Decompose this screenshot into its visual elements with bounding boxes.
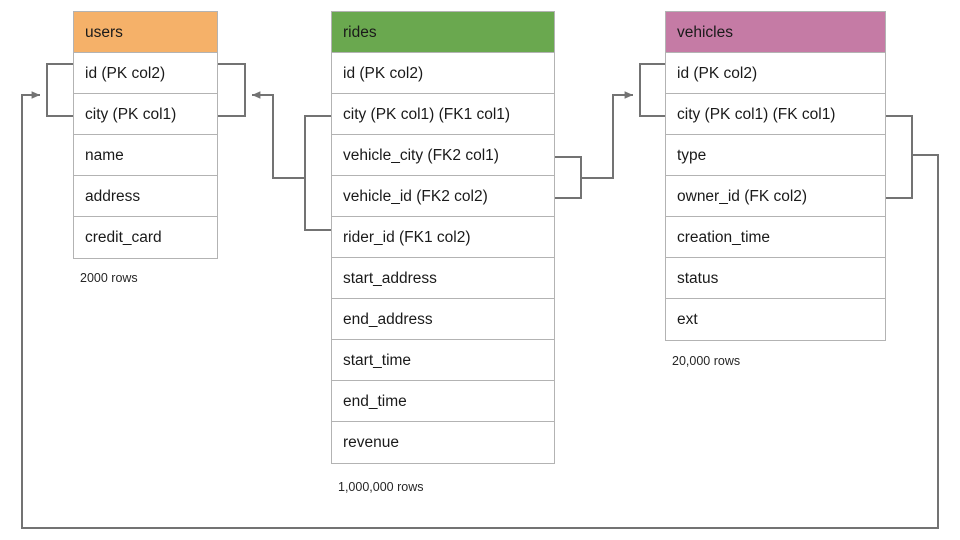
- table-vehicles-column-owner-id[interactable]: owner_id (FK col2): [666, 176, 885, 217]
- table-users[interactable]: users id (PK col2) city (PK col1) name a…: [73, 11, 218, 259]
- table-rides-column-id[interactable]: id (PK col2): [332, 53, 554, 94]
- table-vehicles-column-id[interactable]: id (PK col2): [666, 53, 885, 94]
- table-vehicles-column-creation-time[interactable]: creation_time: [666, 217, 885, 258]
- table-rides-column-end-address[interactable]: end_address: [332, 299, 554, 340]
- table-rides-column-vehicle-id[interactable]: vehicle_id (FK2 col2): [332, 176, 554, 217]
- wire-users-left-bracket: [46, 63, 73, 117]
- table-users-header: users: [74, 12, 217, 53]
- table-vehicles-column-ext[interactable]: ext: [666, 299, 885, 340]
- wire-vehicles-right-bracket: [886, 115, 913, 199]
- table-rides-column-end-time[interactable]: end_time: [332, 381, 554, 422]
- table-rides-row-count: 1,000,000 rows: [338, 480, 424, 494]
- table-users-row-count: 2000 rows: [80, 271, 138, 285]
- table-rides-column-rider-id[interactable]: rider_id (FK1 col2): [332, 217, 554, 258]
- table-vehicles-column-status[interactable]: status: [666, 258, 885, 299]
- table-vehicles-column-city[interactable]: city (PK col1) (FK col1): [666, 94, 885, 135]
- table-rides-column-start-time[interactable]: start_time: [332, 340, 554, 381]
- table-vehicles-column-type[interactable]: type: [666, 135, 885, 176]
- table-users-column-credit-card[interactable]: credit_card: [74, 217, 217, 258]
- wire-rides-to-vehicles: [581, 91, 634, 179]
- table-rides-header: rides: [332, 12, 554, 53]
- wire-rides-right-bracket: [555, 156, 582, 199]
- wire-rides-to-users: [251, 91, 305, 179]
- table-rides-column-city[interactable]: city (PK col1) (FK1 col1): [332, 94, 554, 135]
- table-users-column-address[interactable]: address: [74, 176, 217, 217]
- table-rides[interactable]: rides id (PK col2) city (PK col1) (FK1 c…: [331, 11, 555, 464]
- table-vehicles-header: vehicles: [666, 12, 885, 53]
- table-users-column-city[interactable]: city (PK col1): [74, 94, 217, 135]
- table-vehicles[interactable]: vehicles id (PK col2) city (PK col1) (FK…: [665, 11, 886, 341]
- wire-vehicles-left-bracket: [639, 63, 665, 117]
- table-users-column-id[interactable]: id (PK col2): [74, 53, 217, 94]
- table-vehicles-row-count: 20,000 rows: [672, 354, 741, 368]
- table-rides-column-vehicle-city[interactable]: vehicle_city (FK2 col1): [332, 135, 554, 176]
- wire-rides-left-bracket: [304, 115, 331, 231]
- table-users-column-name[interactable]: name: [74, 135, 217, 176]
- wire-users-right-bracket: [218, 63, 246, 117]
- table-rides-column-revenue[interactable]: revenue: [332, 422, 554, 463]
- table-rides-column-start-address[interactable]: start_address: [332, 258, 554, 299]
